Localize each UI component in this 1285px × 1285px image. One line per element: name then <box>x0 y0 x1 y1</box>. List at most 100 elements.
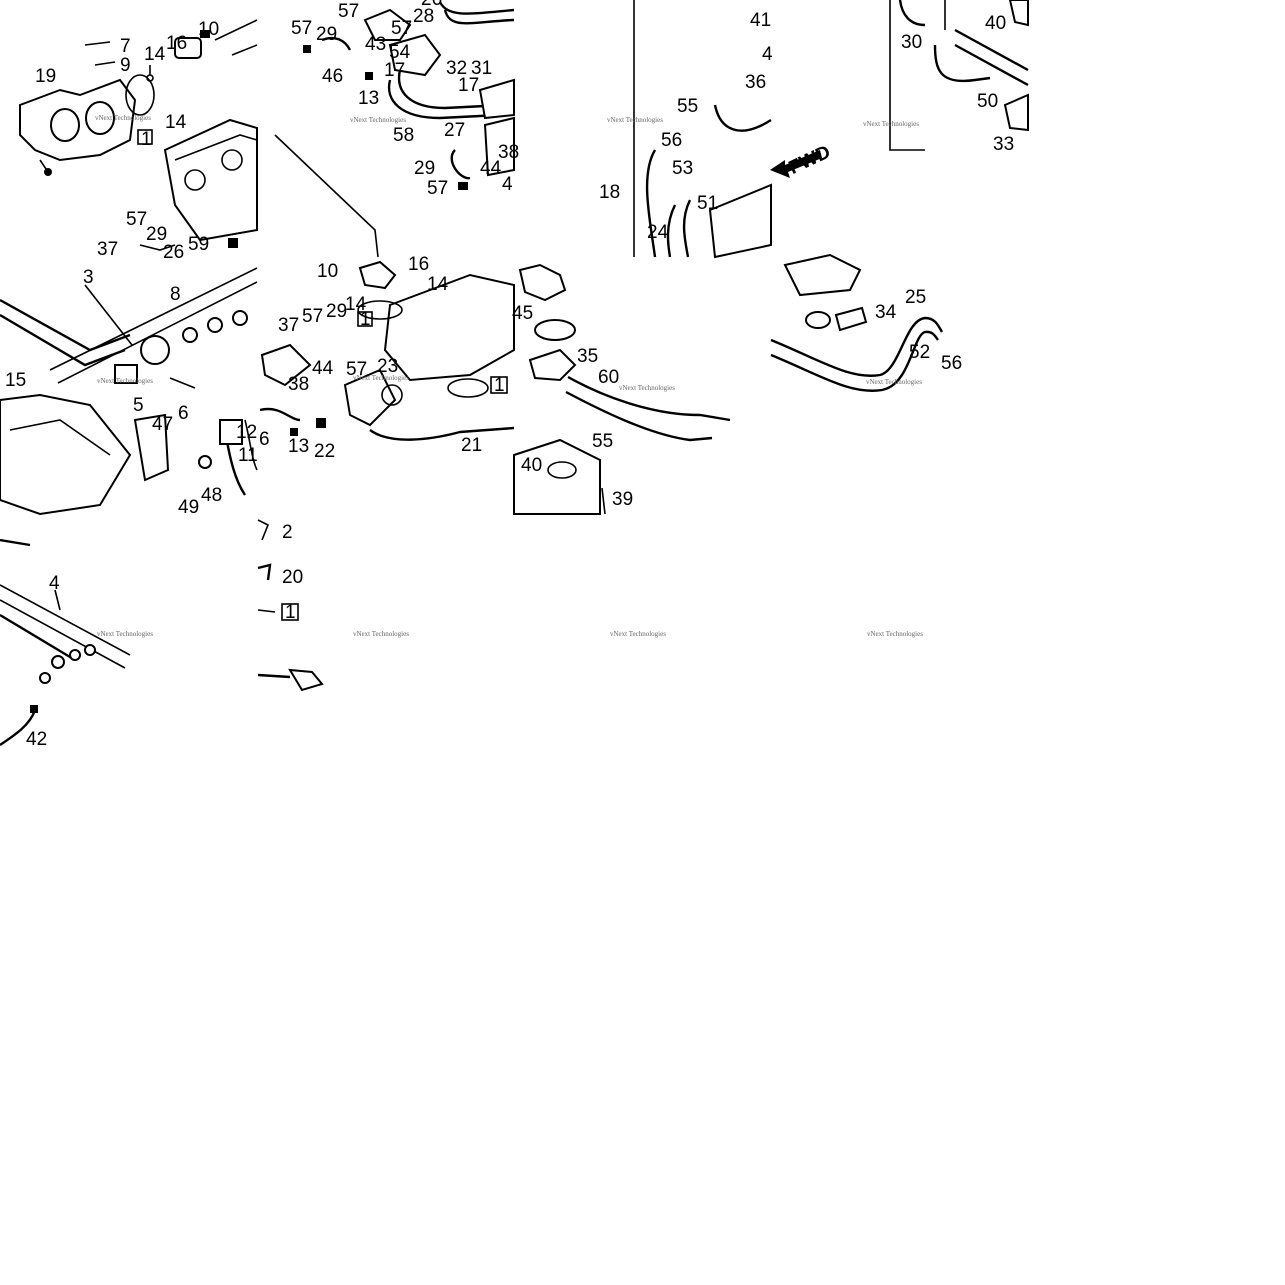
callout-42: 42 <box>26 729 47 750</box>
callout-27: 27 <box>444 120 465 141</box>
callout-28: 28 <box>413 6 434 27</box>
callout-55: 55 <box>677 96 698 117</box>
callout-43: 43 <box>365 34 386 55</box>
callout-1: 1 <box>360 309 371 330</box>
watermark: vNext Technologies <box>619 384 675 392</box>
callout-60: 60 <box>598 367 619 388</box>
tile-0-1: 57 29 57 57 43 54 28 26 46 17 32 31 17 1… <box>274 0 519 258</box>
callout-14b: 14 <box>165 112 187 133</box>
callout-8: 8 <box>170 284 181 305</box>
callout-51: 51 <box>697 193 718 214</box>
watermark: vNext Technologies <box>353 374 409 382</box>
tile-2-1: 2 20 1 vNext Technologies <box>257 519 409 692</box>
callout-44: 44 <box>312 358 334 379</box>
callout-56: 56 <box>661 130 682 151</box>
watermark: vNext Technologies <box>863 120 919 128</box>
callout-41: 41 <box>750 10 771 31</box>
callout-40: 40 <box>985 13 1006 34</box>
callout-50: 50 <box>977 91 998 112</box>
callout-29b: 29 <box>414 158 435 179</box>
callout-29: 29 <box>316 24 337 45</box>
callout-9: 9 <box>120 55 131 76</box>
callout-18: 18 <box>599 182 620 203</box>
callout-45: 45 <box>512 303 533 324</box>
watermark: vNext Technologies <box>610 630 666 638</box>
callout-39: 39 <box>612 489 633 510</box>
callout-55: 55 <box>592 431 613 452</box>
callout-10: 10 <box>198 19 219 40</box>
tile-0-0: 7 9 14 16 10 19 14 1 57 37 29 26 59 vNex… <box>19 19 258 263</box>
callout-49: 49 <box>178 497 199 518</box>
callout-46: 46 <box>322 66 343 87</box>
callout-1: 1 <box>141 129 152 150</box>
callout-44: 44 <box>480 158 502 179</box>
callout-6: 6 <box>259 429 270 450</box>
callout-22: 22 <box>314 441 335 462</box>
callout-40: 40 <box>521 455 542 476</box>
callout-33: 33 <box>993 134 1014 155</box>
callout-11: 11 <box>238 445 258 466</box>
watermark: vNext Technologies <box>353 630 409 638</box>
callout-38: 38 <box>498 142 519 163</box>
callout-17b: 17 <box>458 75 479 96</box>
callout-57: 57 <box>126 209 147 230</box>
callout-30: 30 <box>901 32 922 53</box>
callout-7: 7 <box>120 36 131 57</box>
callout-58: 58 <box>393 125 414 146</box>
callout-4: 4 <box>762 44 773 65</box>
callout-21: 21 <box>461 435 482 456</box>
watermark: vNext Technologies <box>867 630 923 638</box>
watermark: vNext Technologies <box>607 116 663 124</box>
callout-4: 4 <box>49 573 60 594</box>
callout-29: 29 <box>146 224 167 245</box>
callout-31: 31 <box>471 58 492 79</box>
tile-1-3: 34 25 52 56 vNext Technologies <box>770 253 962 392</box>
callout-35: 35 <box>577 346 598 367</box>
callout-29: 29 <box>326 301 347 322</box>
callout-14: 14 <box>427 274 449 295</box>
callout-4: 4 <box>502 174 513 195</box>
callout-36: 36 <box>745 72 766 93</box>
callout-26: 26 <box>421 0 442 10</box>
tile-2-0: 4 42 vNext Technologies <box>0 538 153 750</box>
callout-16: 16 <box>166 33 187 54</box>
tile-1-0: 3 8 15 5 47 6 49 48 vNext Technologies <box>0 267 258 518</box>
tile-0-2: FWD 41 4 36 55 56 53 18 24 51 vNext Tech… <box>599 0 834 259</box>
watermark: vNext Technologies <box>97 377 153 385</box>
callout-13: 13 <box>288 436 309 457</box>
callout-15: 15 <box>5 370 26 391</box>
callout-14b: 14 <box>345 294 367 315</box>
callout-38: 38 <box>288 374 309 395</box>
callout-19: 19 <box>35 66 56 87</box>
callout-24: 24 <box>647 222 669 243</box>
callout-37: 37 <box>278 315 299 336</box>
callout-26: 26 <box>163 242 184 263</box>
callout-6: 6 <box>178 403 189 424</box>
callout-23: 23 <box>377 356 398 377</box>
callout-32: 32 <box>446 58 467 79</box>
tile-1-2: 45 35 60 55 40 39 vNext Technologies <box>512 263 731 515</box>
callout-47: 47 <box>152 414 173 435</box>
watermark: vNext Technologies <box>866 378 922 386</box>
fwd-arrow-label: FWD <box>786 142 834 179</box>
callout-10: 10 <box>317 261 338 282</box>
callout-12: 12 <box>236 422 257 443</box>
callout-57: 57 <box>291 18 312 39</box>
callout-37: 37 <box>97 239 118 260</box>
callout-20: 20 <box>282 567 303 588</box>
callout-13: 13 <box>358 88 379 109</box>
callout-54: 54 <box>389 42 411 63</box>
callout-5: 5 <box>133 395 144 416</box>
callout-48: 48 <box>201 485 222 506</box>
callout-57b: 57 <box>338 1 359 22</box>
watermark: vNext Technologies <box>350 116 406 124</box>
callout-1: 1 <box>285 602 296 623</box>
callout-57d: 57 <box>427 178 448 199</box>
callout-25: 25 <box>905 287 926 308</box>
tile-0-3: 40 30 50 33 vNext Technologies <box>863 0 1029 155</box>
callout-57: 57 <box>302 306 323 327</box>
callout-17: 17 <box>384 60 405 81</box>
callout-1b: 1 <box>494 375 505 396</box>
callout-3: 3 <box>83 267 94 288</box>
